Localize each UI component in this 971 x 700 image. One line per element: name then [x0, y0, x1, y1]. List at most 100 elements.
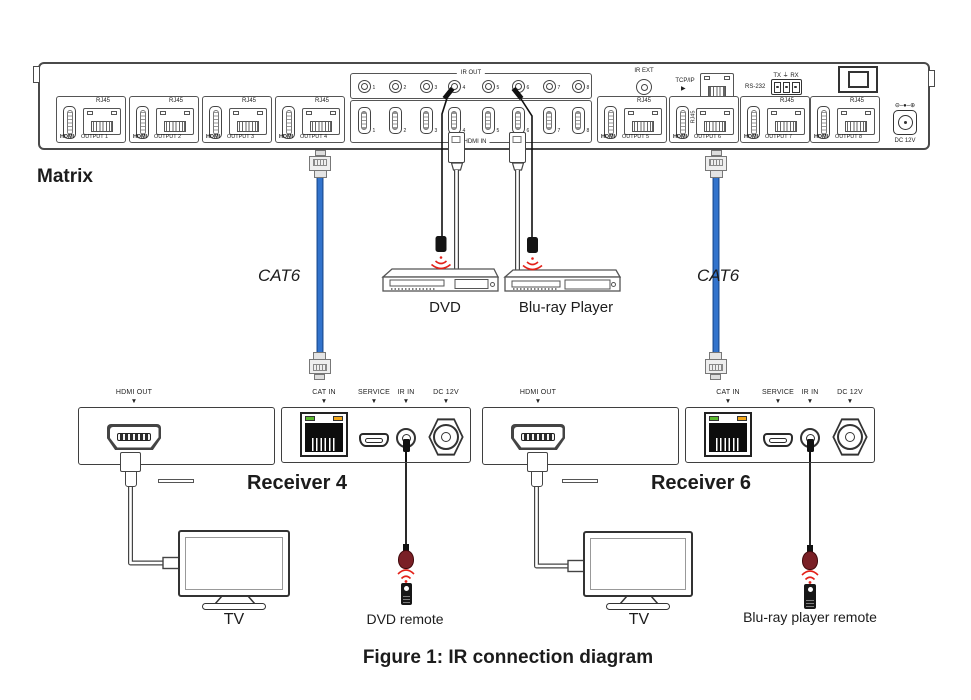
- matrix-title: Matrix: [37, 166, 93, 187]
- rj45-port-icon: [624, 108, 662, 135]
- ir-waves-remote-left: [397, 569, 415, 583]
- rs232-terminal-block: [771, 79, 802, 95]
- ir-receiver-bulb-left: [398, 550, 414, 569]
- dc-label: DC 12V: [433, 389, 459, 396]
- port-number: 7: [557, 128, 561, 134]
- hdmi-port-icon: [63, 106, 76, 139]
- rj45-label: RJ45: [636, 98, 652, 104]
- ir-out-jack-2: [388, 79, 402, 93]
- cat-in-port: [300, 412, 348, 457]
- output-group-4: RJ45 HDMI OUTPUT 4: [275, 96, 345, 143]
- port-number: 2: [403, 128, 407, 134]
- jack-number: 2: [403, 85, 407, 91]
- hdmi-port-icon: [676, 106, 689, 139]
- ir-waves-remote-right: [801, 570, 819, 584]
- tcpip-label: TCP/IP: [675, 78, 695, 84]
- down-arrow-icon: ▼: [806, 397, 814, 405]
- dvd-remote-label: DVD remote: [366, 611, 444, 627]
- hdmi-in-port-4: [447, 107, 461, 134]
- dc-polarity-icon: ⊖–●–⊕: [894, 103, 916, 109]
- rj45-label: RJ45: [168, 98, 184, 104]
- output-label: OUTPUT 7: [765, 134, 793, 140]
- hdmi-in-port-1: [357, 107, 371, 134]
- rj45-port-icon: [767, 108, 805, 135]
- rj45-port-icon: [156, 108, 194, 135]
- jack-number: 7: [557, 85, 561, 91]
- output-group-2: RJ45 HDMI OUTPUT 2: [129, 96, 199, 143]
- rj45-label: RJ45: [779, 98, 795, 104]
- dc-12v-port: [832, 418, 868, 456]
- hdmi-port-icon: [282, 106, 295, 139]
- cat6-label-left: CAT6: [258, 266, 301, 285]
- hdmi-plug-tv-right: [526, 452, 548, 472]
- hdmi-in-panel: 1 2 3 4 5 6 7 8 HDMI IN: [350, 100, 592, 145]
- hdmi-label: HDMI: [744, 134, 759, 140]
- bluray-label: Blu-ray Player: [518, 299, 614, 316]
- receiver-6: HDMI OUT ▼ CAT IN ▼ SERVICE ▼ IR IN ▼ DC…: [482, 388, 882, 503]
- rj45-plug-receiver-right: [704, 352, 728, 380]
- figure-caption: Figure 1: IR connection diagram: [362, 647, 654, 668]
- ir-out-jack-6: [511, 79, 525, 93]
- jack-number: 8: [586, 85, 590, 91]
- service-usb-port: [359, 433, 389, 447]
- jack-number: 4: [462, 85, 466, 91]
- hdmi-in-port-5: [481, 107, 495, 134]
- hdmi-plug-boot-right: [531, 471, 543, 487]
- service-usb-port: [763, 433, 793, 447]
- hdmi-plug-boot-left: [124, 471, 137, 487]
- jack-number: 1: [372, 85, 376, 91]
- hdmi-label: HDMI: [60, 134, 75, 140]
- output-label: OUTPUT 4: [300, 134, 328, 140]
- down-arrow-icon: ▼: [774, 397, 782, 405]
- rj45-plug-matrix-left: [308, 150, 332, 178]
- port-number: 8: [586, 128, 590, 134]
- output-label: OUTPUT 3: [227, 134, 255, 140]
- led-amber: [737, 416, 747, 421]
- output-label: OUTPUT 1: [81, 134, 109, 140]
- rs232-label: RS-232: [745, 84, 766, 90]
- dvd-label: DVD: [429, 299, 461, 316]
- hdmi-plug-tv-left: [120, 452, 141, 472]
- ir-out-jack-7: [542, 79, 556, 93]
- hdmi-in-title: HDMI IN: [460, 139, 490, 145]
- dc-12v-port: [428, 418, 464, 456]
- rj45-label: RJ45: [241, 98, 257, 104]
- port-number: 3: [434, 128, 438, 134]
- ir-waves-emitter-dvd: [430, 256, 452, 270]
- tv-stand-base-left: [202, 603, 266, 610]
- tv-left: [178, 530, 290, 597]
- tv-label-left: TV: [223, 611, 245, 628]
- dc-jack: [893, 110, 917, 135]
- ir-ext-jack: [636, 79, 652, 95]
- hdmi-cable-bluray: [511, 162, 525, 274]
- service-label: SERVICE: [761, 389, 795, 396]
- hdmi-in-port-8: [571, 107, 585, 134]
- led-amber: [333, 416, 343, 421]
- ir-out-panel: IR OUT 1 2 3 4 5 6 7 8: [350, 70, 592, 99]
- cat6-label-right: CAT6: [697, 266, 740, 285]
- rj45-port-icon: [229, 108, 267, 135]
- bluray-remote-label: Blu-ray player remote: [743, 609, 877, 625]
- dc-label: DC 12V: [837, 389, 863, 396]
- ir-ext-label: IR EXT: [634, 68, 654, 74]
- ir-plug: [402, 439, 410, 452]
- bluray-remote-icon: [804, 584, 816, 609]
- ir-in-label: IR IN: [801, 389, 819, 396]
- hdmi-out-port: [511, 424, 565, 450]
- down-arrow-icon: ▼: [846, 397, 854, 405]
- ir-plug-cable: [405, 446, 407, 462]
- receiver-4: HDMI OUT ▼ CAT IN ▼ SERVICE ▼ IR IN ▼ DC…: [78, 388, 478, 503]
- receiver-name: Receiver 4: [246, 472, 348, 494]
- down-arrow-icon: ▼: [534, 397, 542, 405]
- dvd-remote-icon: [400, 583, 412, 605]
- receiver-front-box: [78, 407, 275, 483]
- output-group-3: RJ45 HDMI OUTPUT 3: [202, 96, 272, 143]
- hdmi-label: HDMI: [601, 134, 616, 140]
- output-label: OUTPUT 5: [622, 134, 650, 140]
- hdmi-out-port: [107, 424, 161, 450]
- ir-waves-emitter-bluray: [522, 257, 543, 271]
- ir-bulb-cap: [807, 545, 813, 552]
- led-green: [305, 416, 315, 421]
- hdmi-port-icon: [817, 106, 830, 139]
